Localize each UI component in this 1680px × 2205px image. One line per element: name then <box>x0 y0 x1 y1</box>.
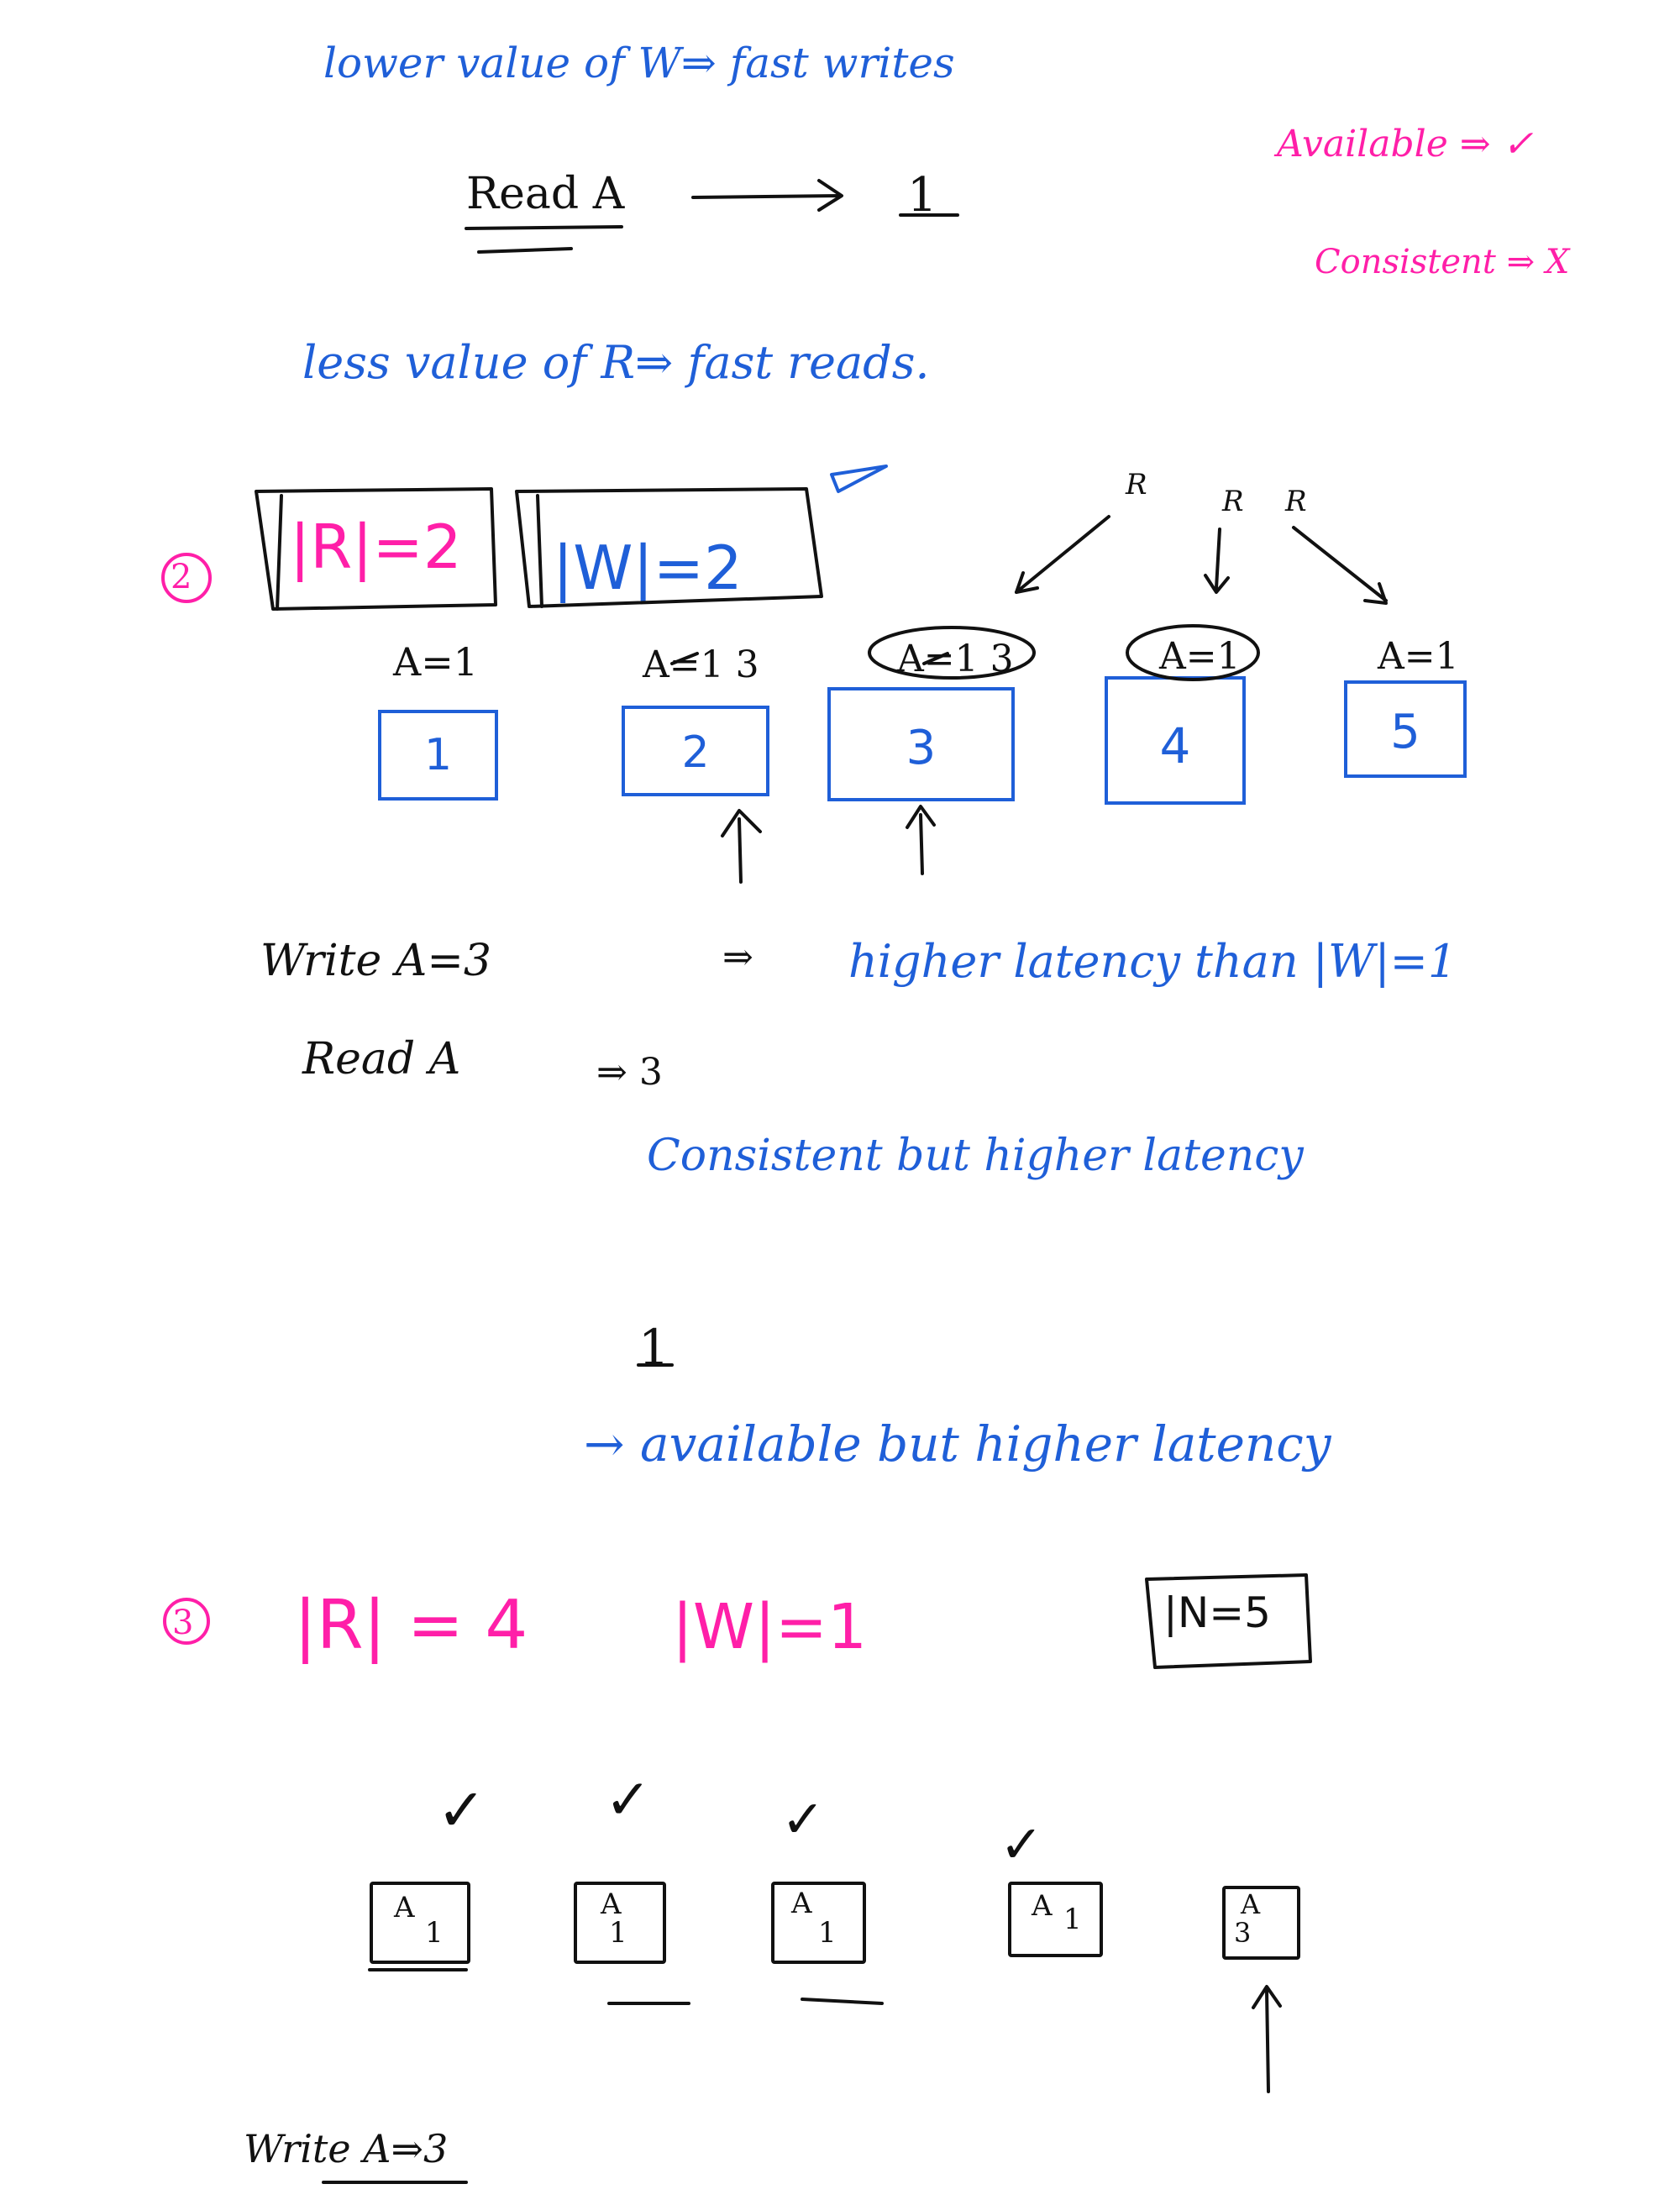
arrow-down-right-icon <box>1292 526 1388 602</box>
read-result-3: ⇒ 3 <box>596 1051 663 1094</box>
underline-stroke <box>477 247 573 254</box>
available-latency-note: → available but higher latency <box>584 1415 1331 1473</box>
node-box-1: 1 <box>378 710 498 801</box>
write-statement-3: Write A⇒3 <box>244 2126 449 2171</box>
node-4-label: A=1 <box>1159 635 1241 678</box>
replica-3-value: 1 <box>818 1916 837 1950</box>
n-box <box>1145 1573 1312 1669</box>
node-2-label: A=1 3 <box>643 643 759 686</box>
circle-icon <box>163 1598 210 1645</box>
replica-2-value: 1 <box>609 1916 627 1950</box>
read-statement: Read A <box>302 1034 461 1084</box>
replica-4-key: A <box>1032 1889 1053 1923</box>
reader-mark: R <box>1126 468 1147 501</box>
arrow-down-left-icon <box>1015 515 1110 594</box>
reader-mark: R <box>1285 485 1307 518</box>
read-result: 1 <box>907 168 937 223</box>
arrow-down-icon <box>1215 528 1221 590</box>
consistent-latency-note: Consistent but higher latency <box>647 1131 1304 1181</box>
ack-checkmark: ✓ <box>781 1788 825 1850</box>
node-5-number: 5 <box>1390 705 1420 759</box>
write-statement: Write A=3 <box>260 936 492 986</box>
available-note: Available ⇒ ✓ <box>1277 123 1534 165</box>
node-3-label: A=1 3 <box>897 638 1014 680</box>
replica-5-value: 3 <box>1234 1917 1252 1949</box>
consistent-note: Consistent ⇒ X <box>1315 243 1570 281</box>
latency-note: higher latency than |W|=1 <box>848 935 1457 988</box>
w-quorum-label-3: |W|=1 <box>672 1591 868 1663</box>
ack-checkmark: ✓ <box>1000 1814 1043 1875</box>
replica-4-value: 1 <box>1063 1903 1082 1936</box>
write-quorum-note: lower value of W⇒ fast writes <box>323 39 955 87</box>
replica-box-3: A 1 <box>771 1882 866 1964</box>
underline-stroke <box>465 225 623 230</box>
node-3-number: 3 <box>906 721 937 775</box>
read-a-label: Read A <box>466 169 625 219</box>
replica-1-value: 1 <box>425 1916 444 1950</box>
pointer-icon <box>830 465 888 493</box>
node-4-number: 4 <box>1159 717 1191 774</box>
replica-3-key: A <box>791 1887 812 1920</box>
reader-mark: R <box>1222 485 1244 518</box>
r-quorum-label-3: |R| = 4 <box>294 1586 528 1664</box>
read-quorum-note: less value of R⇒ fast reads. <box>302 336 930 389</box>
arrow-right-icon <box>691 194 842 199</box>
node-box-5: 5 <box>1344 680 1467 778</box>
replica-box-4: A 1 <box>1008 1882 1103 1957</box>
arrow-up-icon <box>919 813 924 875</box>
r-quorum-label: |R|=2 <box>290 512 462 582</box>
replica-5-key: A <box>1241 1888 1261 1920</box>
node-box-3: 3 <box>827 687 1015 801</box>
highlight-oval <box>868 626 1036 680</box>
replica-box-2: A 1 <box>574 1882 666 1964</box>
node-1-number: 1 <box>423 730 453 780</box>
w-quorum-box <box>515 487 823 608</box>
w-quorum-label: |W|=2 <box>553 533 743 603</box>
node-2-number: 2 <box>681 727 710 778</box>
circle-icon <box>161 553 212 603</box>
node-1-label: A=1 <box>393 639 479 685</box>
node-5-label: A=1 <box>1378 635 1459 678</box>
replica-box-1: A 1 <box>370 1882 470 1964</box>
highlight-oval <box>1126 624 1260 681</box>
ack-checkmark: ✓ <box>605 1767 652 1832</box>
implies-arrow: ⇒ <box>722 936 753 979</box>
replica-1-key: A <box>394 1891 415 1924</box>
r-quorum-box <box>255 487 497 611</box>
ack-checkmark: ✓ <box>437 1776 486 1845</box>
n-label: |N=5 <box>1163 1588 1271 1637</box>
case-3-number: 3 <box>172 1604 194 1642</box>
case-2-number: 2 <box>171 558 192 596</box>
arrow-up-icon <box>1265 1989 1270 2093</box>
node-box-2: 2 <box>622 706 769 796</box>
replica-2-key: A <box>601 1887 622 1921</box>
arrow-head-icon <box>817 179 843 212</box>
arrow-up-icon <box>738 817 743 884</box>
replica-box-5: A 3 <box>1222 1886 1300 1960</box>
